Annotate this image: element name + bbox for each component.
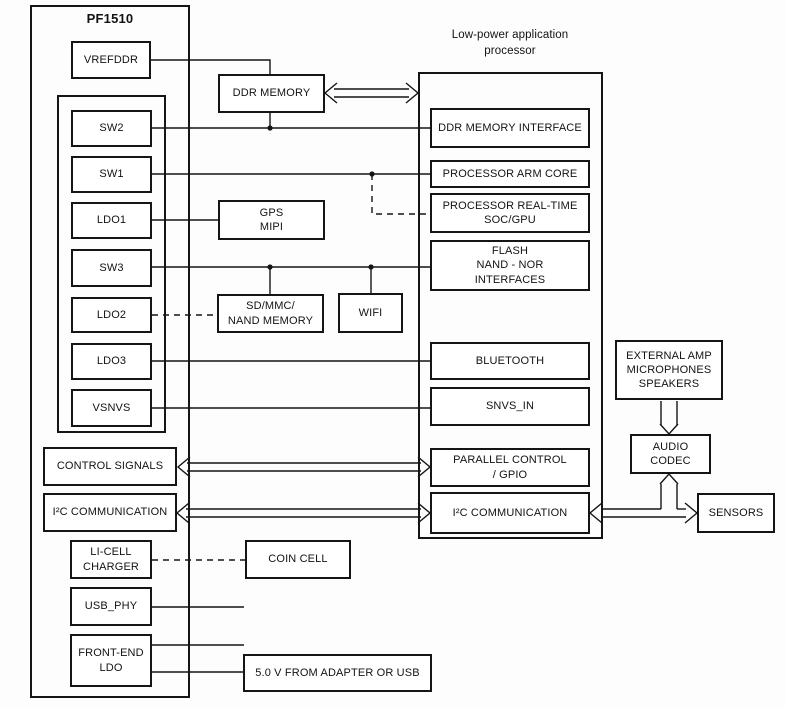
block-sw2: SW2 (71, 110, 152, 147)
regulator-group-outline (57, 95, 166, 433)
arrow-i2c-pmic-processor (175, 502, 432, 524)
junction-dots (267, 125, 375, 270)
block-i2c-processor: I²C COMMUNICATION (430, 492, 590, 534)
block-vrefddr: VREFDDR (71, 41, 151, 79)
block-vsnvs: VSNVS (71, 389, 152, 427)
pmic-title: PF1510 (86, 11, 134, 26)
pmic-outline (30, 5, 190, 698)
arrow-i2c-sensors-audiocodec (588, 472, 699, 524)
block-usb-phy: USB_PHY (70, 587, 152, 626)
block-sw1: SW1 (71, 156, 152, 193)
block-wifi: WIFI (338, 293, 403, 333)
arrow-control-signals-parallel (176, 456, 432, 478)
block-front-end-ldo: FRONT-END LDO (70, 634, 152, 687)
block-audio-codec: AUDIO CODEC (630, 434, 711, 474)
block-sensors: SENSORS (697, 493, 775, 533)
processor-title: Low-power application processor (451, 29, 569, 57)
block-li-cell-charger: LI-CELL CHARGER (70, 540, 152, 579)
block-bluetooth: BLUETOOTH (430, 342, 590, 380)
block-parallel-control: PARALLEL CONTROL / GPIO (430, 448, 590, 487)
block-control-signals: CONTROL SIGNALS (43, 447, 177, 486)
block-sd-mmc-nand: SD/MMC/ NAND MEMORY (217, 294, 324, 333)
processor-outline (418, 72, 603, 539)
block-sw3: SW3 (71, 249, 152, 287)
block-flash-interfaces: FLASH NAND - NOR INTERFACES (430, 240, 590, 291)
block-ldo2: LDO2 (71, 297, 152, 333)
block-ddr-memory: DDR MEMORY (218, 74, 325, 113)
block-coin-cell: COIN CELL (245, 540, 351, 579)
arrow-ddrmemory-processor (323, 82, 420, 104)
block-gps-mipi: GPS MIPI (218, 200, 325, 240)
block-ldo3: LDO3 (71, 343, 152, 380)
block-processor-realtime: PROCESSOR REAL-TIME SOC/GPU (430, 193, 590, 233)
block-ddr-memory-interface: DDR MEMORY INTERFACE (430, 108, 590, 148)
connector-sw1-realtime-dashed (371, 174, 430, 215)
block-snvs-in: SNVS_IN (430, 387, 590, 426)
block-ldo1: LDO1 (71, 202, 152, 239)
block-processor-arm-core: PROCESSOR ARM CORE (430, 160, 590, 188)
block-adapter-5v: 5.0 V FROM ADAPTER OR USB (243, 654, 432, 692)
block-external-amp: EXTERNAL AMP MICROPHONES SPEAKERS (615, 340, 723, 400)
block-i2c-pmic: I²C COMMUNICATION (43, 493, 177, 532)
arrow-externalamp-audiocodec (659, 401, 679, 436)
connector-vrefddr-ddr-memory (151, 59, 271, 74)
